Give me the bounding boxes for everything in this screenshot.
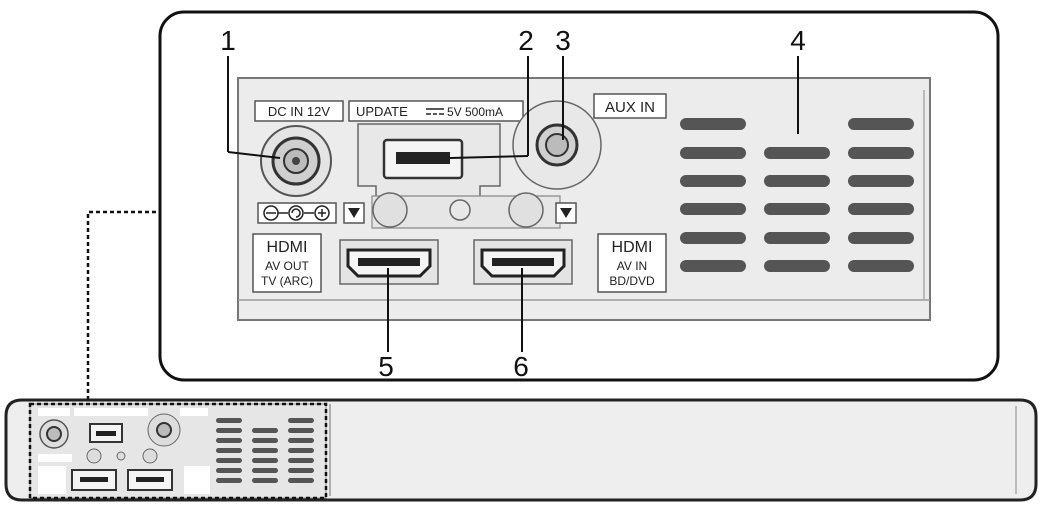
vent-slot (288, 418, 314, 423)
aux-in-label: AUX IN (605, 99, 655, 116)
dc-jack-icon (260, 125, 332, 197)
update-rating-label: 5V 500mA (447, 105, 503, 119)
callout-1-leader-tail (227, 151, 281, 159)
vent-slot (216, 458, 242, 463)
vent-slot (288, 478, 314, 483)
hdmi-out-line1: AV OUT (265, 259, 309, 273)
zoom-source-outline (28, 402, 328, 500)
usb-port-icon (382, 138, 464, 180)
aux-in-label-box (593, 93, 667, 119)
vent-slot (848, 147, 914, 159)
callout-2-leader-tail (449, 155, 529, 159)
vent-grille (680, 118, 914, 272)
vent-slot (252, 458, 278, 463)
vent-slot (848, 203, 914, 215)
hdmi-in-title: HDMI (612, 239, 653, 256)
hdmi-in-line2: BD/DVD (609, 274, 655, 288)
vent-slot (252, 478, 278, 483)
vent-slot (216, 418, 242, 423)
vent-slot (288, 448, 314, 453)
knob-right (508, 192, 544, 228)
vent-slot (252, 438, 278, 443)
vent-slot (252, 468, 278, 473)
vent-slot (680, 232, 746, 244)
vent-slot (216, 478, 242, 483)
hdmi-in-line1: AV IN (617, 259, 647, 273)
update-label: UPDATE (356, 104, 408, 119)
vent-slot (848, 260, 914, 272)
vent-slot (764, 147, 830, 159)
vent-slot (252, 448, 278, 453)
vent-slot (764, 203, 830, 215)
vent-slot (848, 175, 914, 187)
callout-5: 5 (378, 351, 394, 382)
vent-slot (216, 428, 242, 433)
vent-slot (680, 203, 746, 215)
triangle-marker-icon (343, 202, 365, 224)
hdmi-in-label-box (597, 233, 667, 293)
hdmi-out-port-icon (339, 239, 439, 285)
vent-slot (680, 175, 746, 187)
vent-slot (680, 260, 746, 272)
vent-slot (216, 448, 242, 453)
dc-in-label-box (254, 100, 344, 122)
dc-in-label: DC IN 12V (268, 104, 330, 119)
aux-jack-icon (512, 100, 602, 190)
mini-rear-panel (29, 403, 327, 499)
dc-symbol-icon (426, 108, 444, 115)
vent-slot (288, 458, 314, 463)
callout-4: 4 (790, 25, 806, 56)
mini-vent-grille (216, 418, 314, 483)
callout-3: 3 (555, 25, 571, 56)
vent-slot (848, 118, 914, 130)
zoom-leader-line (86, 210, 160, 400)
dc-polarity-icon (257, 202, 337, 224)
vent-slot (288, 468, 314, 473)
hdmi-out-label-box (252, 233, 322, 293)
hdmi-out-title: HDMI (267, 239, 308, 256)
vent-slot (288, 438, 314, 443)
vent-slot (680, 118, 746, 130)
vent-slot (252, 428, 278, 433)
update-label-box (348, 100, 524, 122)
triangle-marker-right-icon (555, 202, 577, 224)
vent-slot (216, 438, 242, 443)
vent-slot (764, 175, 830, 187)
vent-slot (764, 232, 830, 244)
vent-slot (764, 260, 830, 272)
vent-slot (216, 468, 242, 473)
knob-left (372, 192, 408, 228)
callout-2: 2 (518, 25, 534, 56)
vent-slot (288, 428, 314, 433)
callout-1: 1 (220, 25, 236, 56)
knob-center (449, 199, 471, 221)
hdmi-out-line2: TV (ARC) (261, 274, 313, 288)
vent-slot (848, 232, 914, 244)
vent-slot (680, 147, 746, 159)
callout-6: 6 (513, 351, 529, 382)
